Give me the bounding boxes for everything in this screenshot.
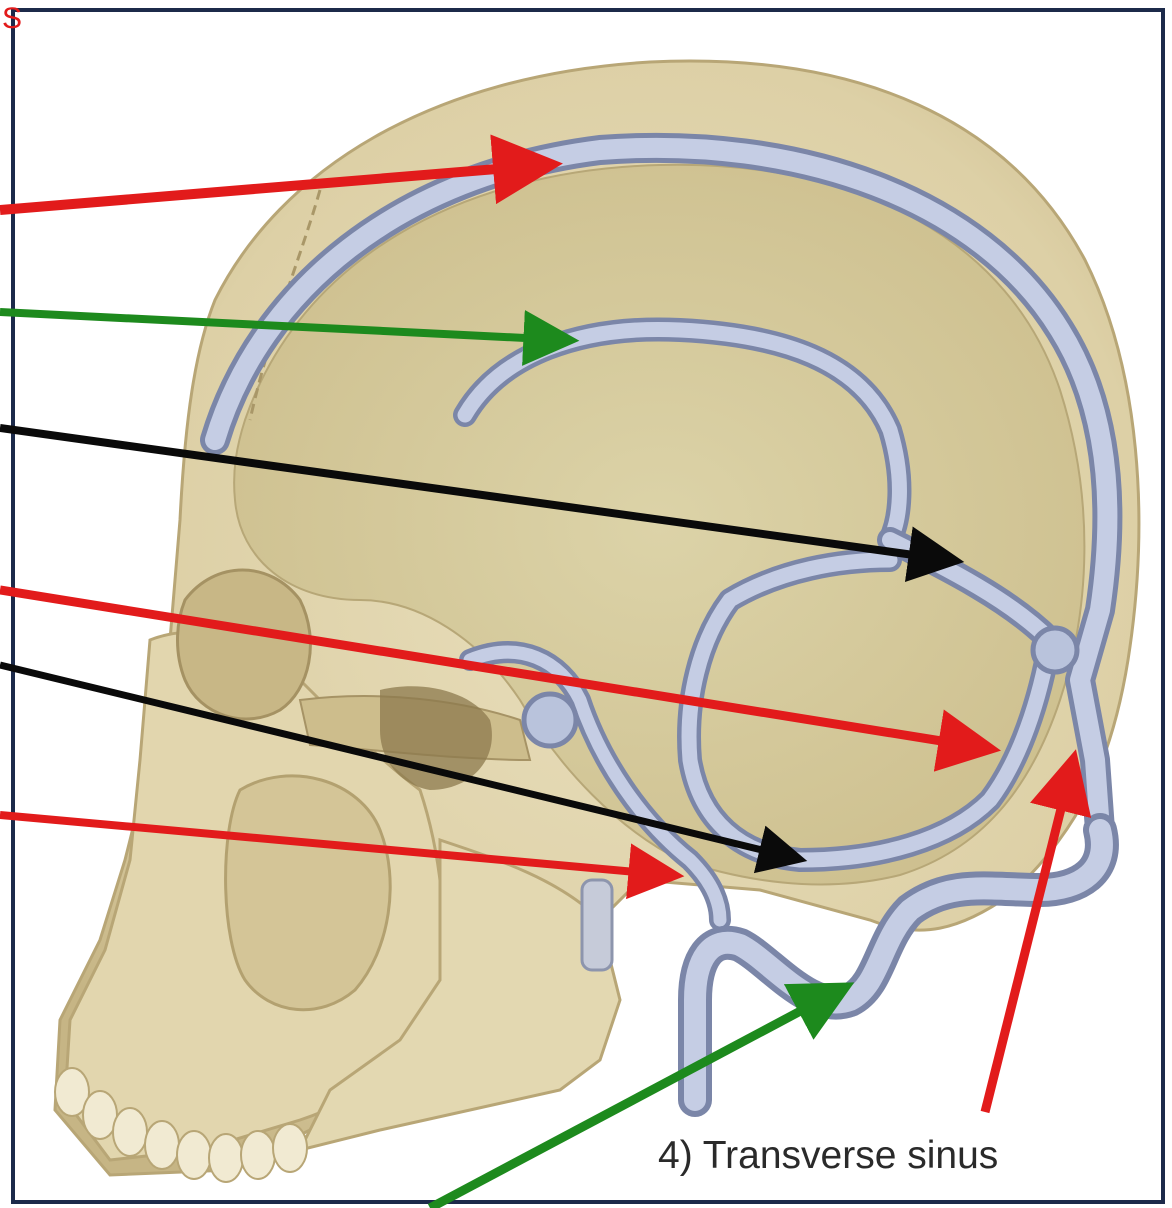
confluence-of-sinuses [1033, 628, 1077, 672]
maxilla-shadow [226, 776, 391, 1010]
transverse-sinus-label: 4) Transverse sinus [658, 1134, 998, 1177]
orbit [178, 570, 311, 719]
cavernous-sinus [524, 694, 576, 746]
styloid-process [582, 880, 612, 970]
corner-mark: S [2, 2, 22, 35]
